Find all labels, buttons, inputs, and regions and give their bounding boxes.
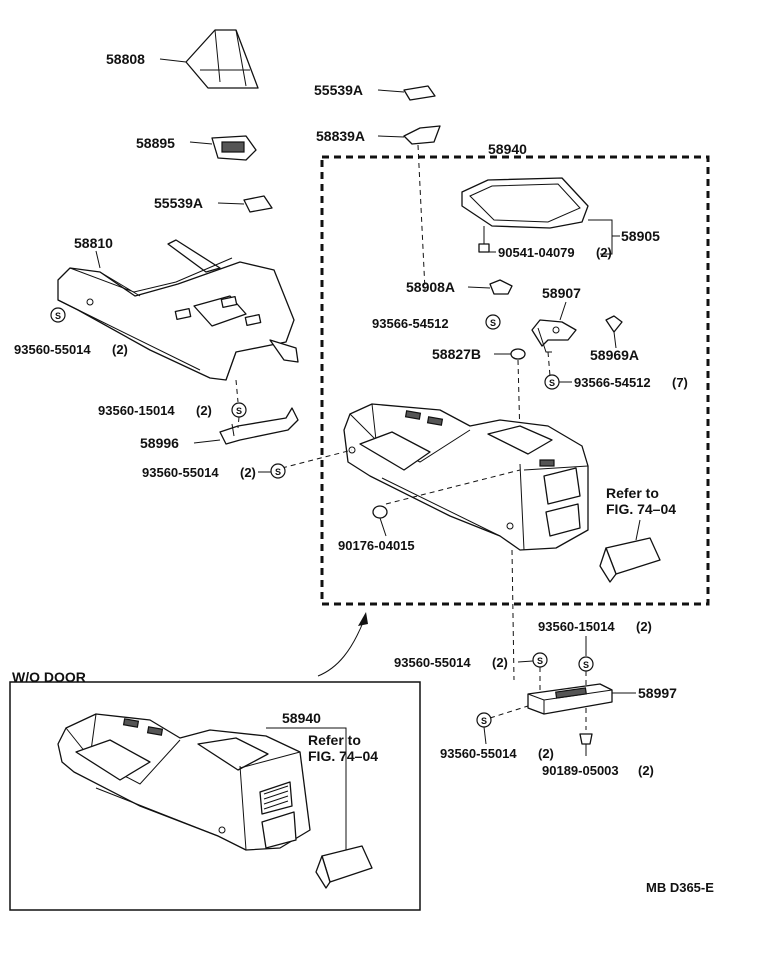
clip-90189 [579, 733, 593, 745]
door-panel-inset [315, 845, 373, 889]
qty-93560-15014-b: (2) [636, 619, 652, 634]
qty-93560-55014-d: (2) [538, 746, 554, 761]
diagram-code: MB D365-E [646, 880, 714, 895]
grommet-90176 [372, 505, 388, 519]
svg-text:S: S [236, 406, 242, 416]
label-90176-04015: 90176-04015 [338, 538, 415, 553]
refer-main-line2: FIG. 74–04 [606, 501, 676, 517]
label-58997: 58997 [638, 685, 677, 701]
clip-58969a [605, 315, 623, 333]
label-55539a-mid: 55539A [154, 195, 203, 211]
bracket-58996 [219, 407, 299, 445]
pad-55539a-top [403, 85, 436, 101]
svg-text:S: S [55, 311, 61, 321]
armrest-lid-58905 [461, 177, 589, 229]
label-93560-15014-a: 93560-15014 [98, 403, 175, 418]
refer-inset-line2: FIG. 74–04 [308, 748, 378, 764]
label-93566-54512-a: 93566-54512 [372, 316, 449, 331]
svg-text:S: S [481, 716, 487, 726]
qty-93560-55014-a: (2) [112, 342, 128, 357]
door-panel-main [599, 537, 661, 583]
qty-93560-15014-a: (2) [196, 403, 212, 418]
svg-text:S: S [583, 660, 589, 670]
label-90541-04079: 90541-04079 [498, 245, 575, 260]
label-93560-55014-c: 93560-55014 [394, 655, 471, 670]
label-58940-main: 58940 [488, 141, 527, 157]
main-console-58940 [343, 403, 589, 551]
label-58808: 58808 [106, 51, 145, 67]
label-58996: 58996 [140, 435, 179, 451]
svg-text:S: S [275, 467, 281, 477]
label-93560-55014-a: 93560-55014 [14, 342, 91, 357]
qty-93566-54512-b: (7) [672, 375, 688, 390]
inset-arrowhead [358, 612, 368, 626]
inset-console-58940 [57, 713, 311, 851]
screw-symbol-a [50, 307, 66, 323]
label-58940-inset: 58940 [282, 710, 321, 726]
qty-90541-04079: (2) [596, 245, 612, 260]
qty-90189-05003: (2) [638, 763, 654, 778]
label-58810: 58810 [74, 235, 113, 251]
label-58908a: 58908A [406, 279, 455, 295]
label-93560-55014-b: 93560-55014 [142, 465, 219, 480]
refer-main-line1: Refer to [606, 485, 659, 501]
label-93560-55014-d: 93560-55014 [440, 746, 517, 761]
refer-inset-line1: Refer to [308, 732, 361, 748]
pad-55539a-mid [243, 195, 273, 213]
inset-arrow [317, 619, 365, 677]
label-58969a: 58969A [590, 347, 639, 363]
wo-door-label: W/O DOOR [12, 669, 86, 685]
part-58827b [510, 348, 526, 360]
bracket-58997 [527, 683, 613, 715]
label-93560-15014-b: 93560-15014 [538, 619, 615, 634]
screw-symbol-b [485, 314, 501, 330]
qty-93560-55014-c: (2) [492, 655, 508, 670]
main-assembly-box [320, 155, 710, 606]
shift-boot-58808 [185, 29, 259, 89]
svg-text:S: S [537, 656, 543, 666]
svg-text:S: S [549, 378, 555, 388]
label-58827b: 58827B [432, 346, 481, 362]
screw-symbol-e [270, 463, 286, 479]
label-55539a-top: 55539A [314, 82, 363, 98]
part-58908a [489, 279, 513, 295]
wo-door-inset-box [9, 681, 421, 911]
label-58839a: 58839A [316, 128, 365, 144]
qty-93560-55014-b: (2) [240, 465, 256, 480]
label-93566-54512-b: 93566-54512 [574, 375, 651, 390]
bracket-58839a [403, 125, 441, 145]
label-90189-05003: 90189-05003 [542, 763, 619, 778]
label-58905: 58905 [621, 228, 660, 244]
svg-text:S: S [490, 318, 496, 328]
upper-console-58810 [57, 239, 299, 381]
hinge-58907 [531, 319, 577, 353]
label-58895: 58895 [136, 135, 175, 151]
label-58907: 58907 [542, 285, 581, 301]
